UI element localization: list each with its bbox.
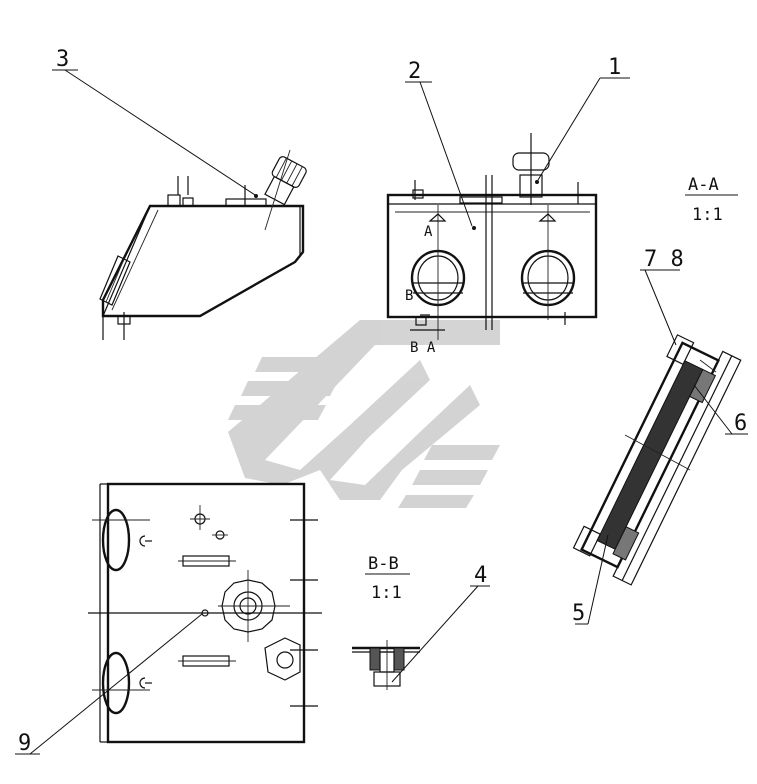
callout-6: 6 <box>734 411 747 436</box>
section-bb-title: B-B <box>368 554 399 574</box>
cut-labels: A B B A <box>405 224 436 356</box>
cut-label-b: B <box>405 288 413 304</box>
front-view <box>386 133 598 340</box>
section-bb-view <box>352 640 420 690</box>
callout-9: 9 <box>18 731 31 756</box>
section-bb-scale: 1:1 <box>371 583 402 603</box>
side-view <box>99 149 307 340</box>
callout-4: 4 <box>474 563 487 588</box>
callout-5: 5 <box>572 601 585 626</box>
watermark-logo <box>228 320 500 508</box>
section-aa-title: A-A <box>688 175 719 195</box>
callout-3: 3 <box>56 47 69 72</box>
callout-7-8: 7 8 <box>644 247 684 272</box>
plan-view <box>88 482 322 744</box>
callout-labels: 1 2 3 4 5 6 7 8 9 <box>18 47 747 756</box>
section-titles: A-A 1:1 B-B 1:1 <box>368 175 723 603</box>
section-aa-scale: 1:1 <box>692 205 723 225</box>
callout-2: 2 <box>408 59 421 84</box>
section-aa-view <box>572 334 742 586</box>
leader-lines <box>15 69 748 755</box>
cut-label-a: A <box>424 224 433 240</box>
cut-label-ba: B A <box>410 340 436 356</box>
callout-1: 1 <box>608 55 621 80</box>
